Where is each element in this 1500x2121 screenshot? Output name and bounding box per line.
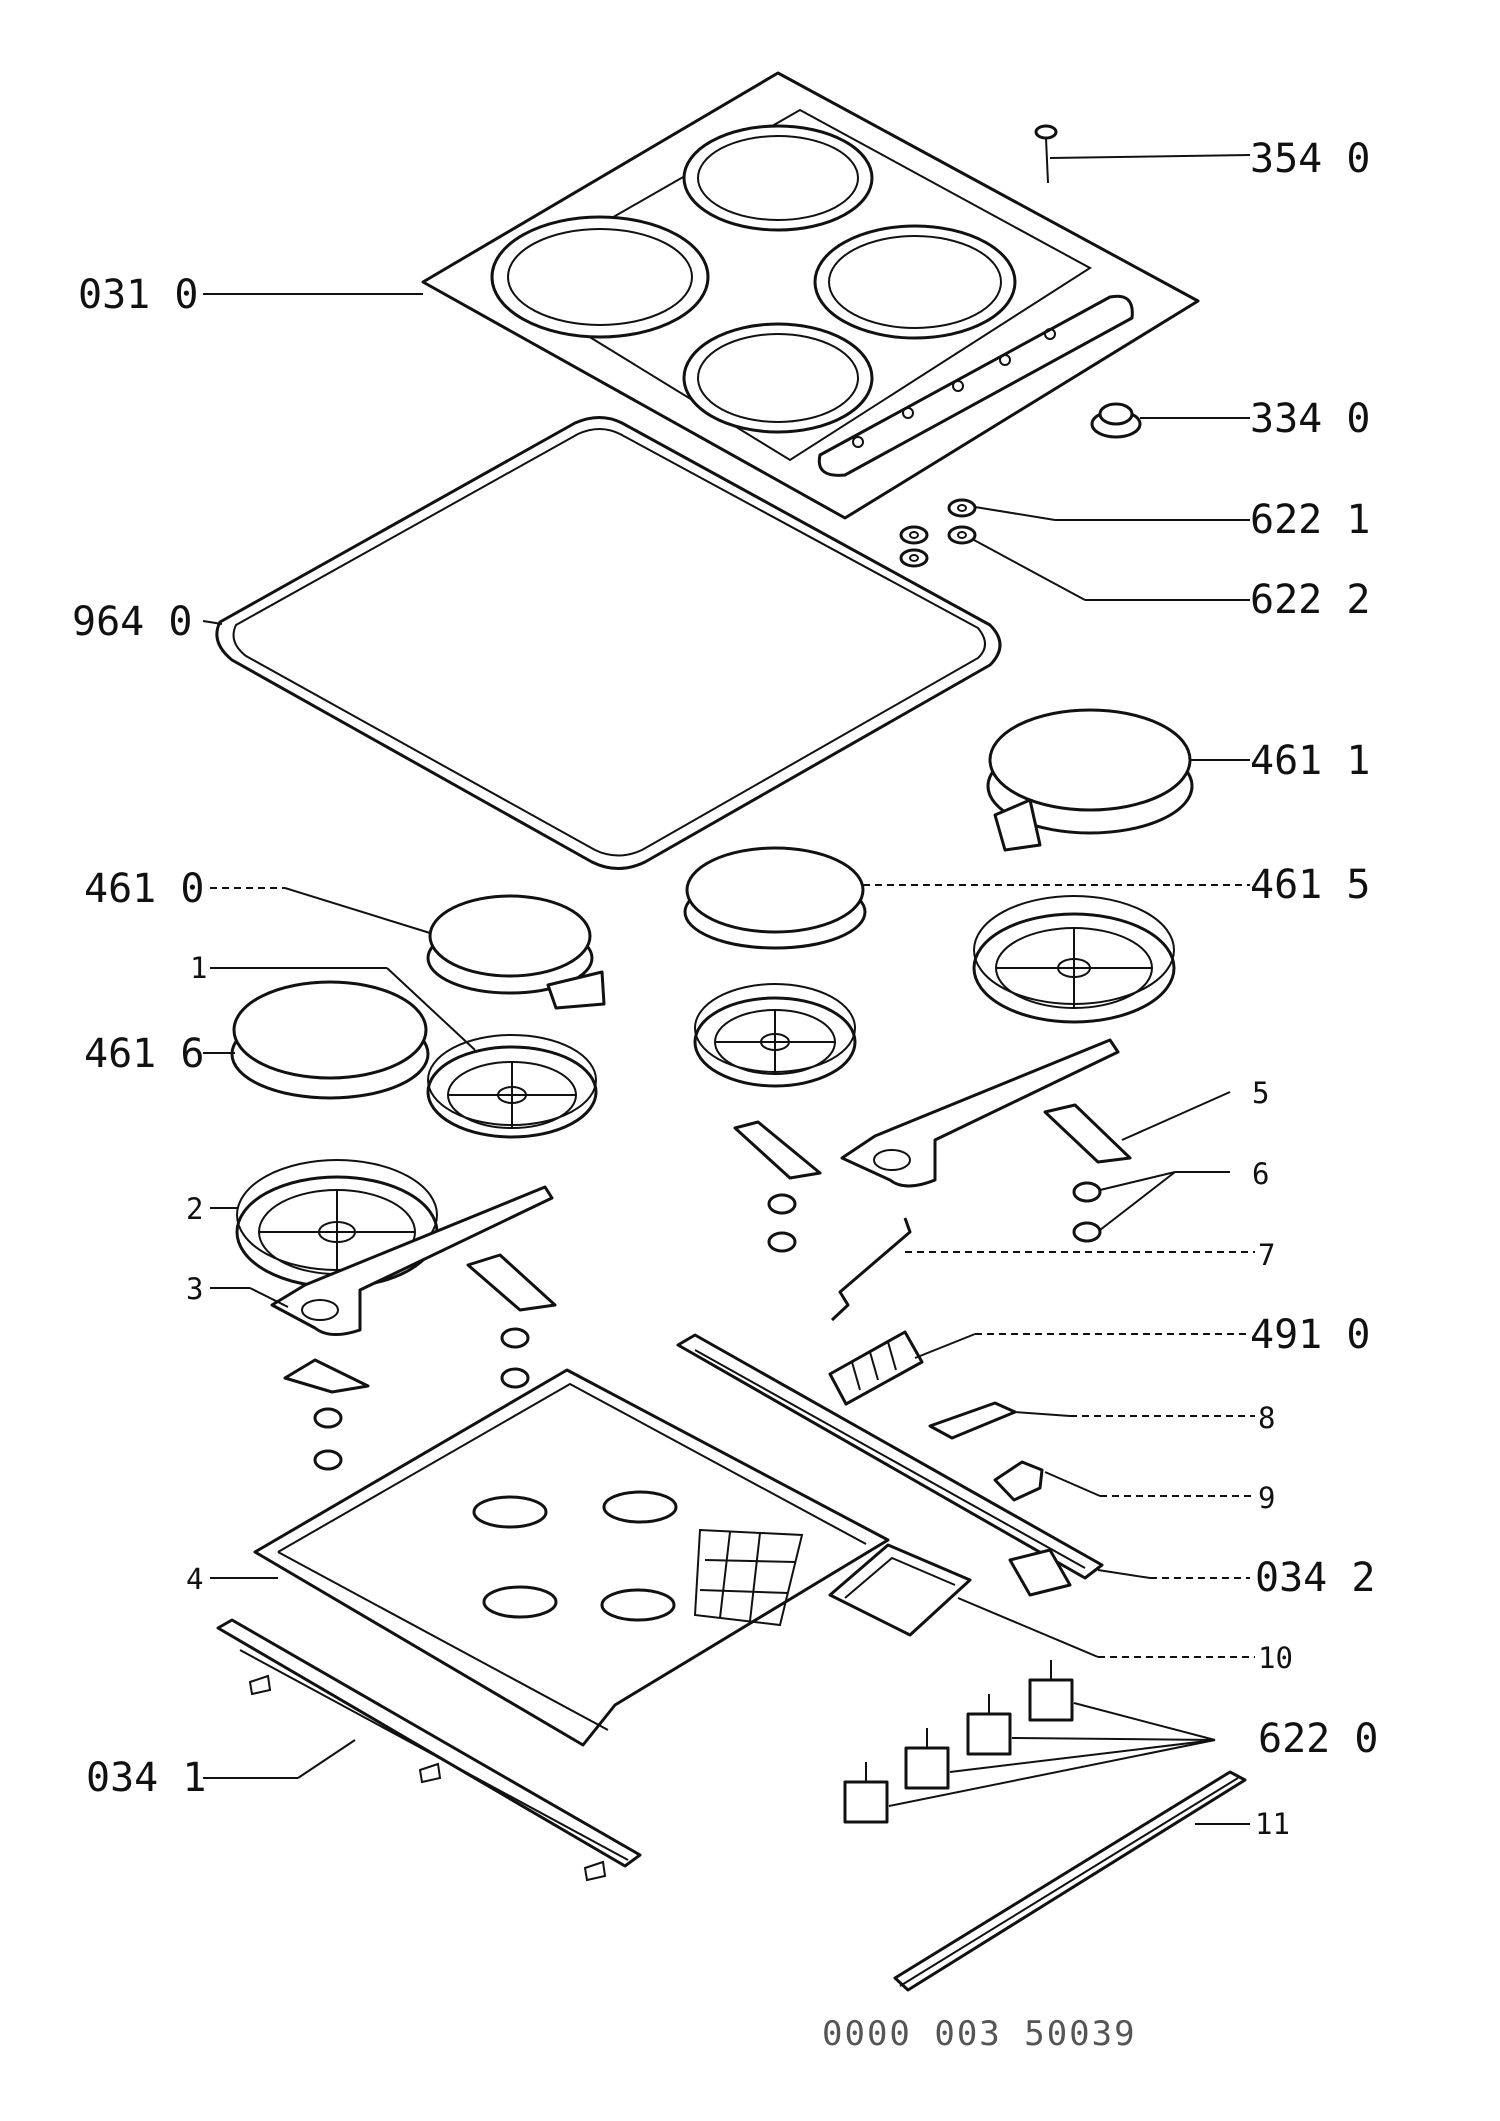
label-5: 5 [1252,1076,1269,1110]
rail-034-1 [216,1618,642,1882]
label-7: 7 [1258,1238,1275,1272]
leader-lines [202,154,1255,1825]
label-461-6: 461 6 [84,1031,204,1077]
clamp [993,1460,1044,1502]
label-964-0: 964 0 [72,599,192,645]
label-461-5: 461 5 [1250,862,1370,908]
label-2: 2 [186,1192,203,1226]
ring-holder-4 [972,895,1176,1024]
cover-plate [928,1401,1017,1440]
label-3: 3 [186,1272,203,1306]
base-tray [253,1368,890,1747]
rail-034-2 [676,1333,1104,1597]
label-1: 1 [190,951,207,985]
label-034-2: 034 2 [1255,1555,1375,1601]
label-461-0: 461 0 [84,866,204,912]
label-10: 10 [1258,1641,1293,1675]
label-031-0: 031 0 [78,272,198,318]
label-622-1: 622 1 [1250,497,1370,543]
label-6: 6 [1252,1157,1269,1191]
label-4: 4 [186,1562,203,1596]
label-11: 11 [1255,1807,1290,1841]
label-9: 9 [1258,1481,1275,1515]
washers [899,498,977,568]
label-334-0: 334 0 [1250,396,1370,442]
hotplate-461-6 [230,980,430,1100]
label-354-0: 354 0 [1250,136,1370,182]
control-knob [1090,402,1142,439]
hotplate-461-0 [426,894,606,1010]
label-491-0: 491 0 [1250,1312,1370,1358]
bracket-10 [828,1543,972,1637]
trim-strip [893,1770,1247,1992]
drawing-code: 0000 003 50039 [822,2014,1137,2054]
label-461-1: 461 1 [1250,738,1370,784]
part-labels: 354 0 031 0 334 0 622 1 622 2 964 0 461 … [72,136,1378,1841]
support-bracket-right [840,1038,1120,1188]
label-622-0: 622 0 [1258,1716,1378,1762]
seal-gasket [215,416,1002,870]
label-8: 8 [1258,1401,1275,1435]
label-034-1: 034 1 [86,1755,206,1801]
support-bracket-left [270,1185,554,1336]
hob-top-plate [421,71,1200,520]
ring-holder-3 [693,983,857,1088]
hotplate-461-5 [683,846,867,950]
triangle-plates [283,1103,1132,1394]
nuts [313,1181,1102,1471]
ring-holder-1 [426,1034,598,1139]
label-622-2: 622 2 [1250,577,1370,623]
switches [843,1660,1074,1824]
screw [1034,124,1058,184]
bent-rod [830,1217,912,1322]
terminal-block [828,1330,924,1406]
hotplate-461-1 [986,708,1194,852]
